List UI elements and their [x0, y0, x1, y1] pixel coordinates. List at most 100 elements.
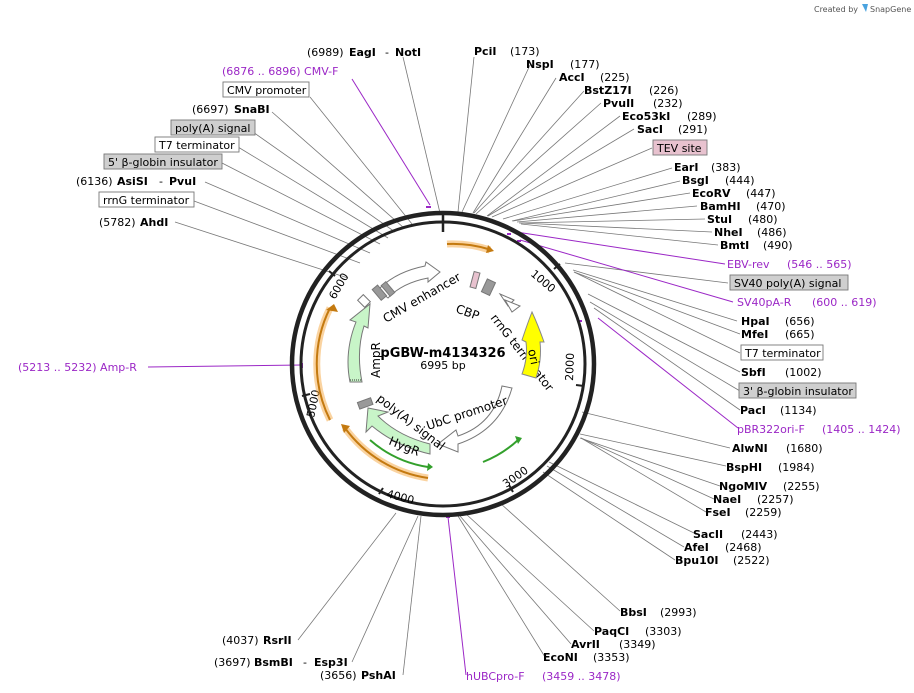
svg-text:(3459 .. 3478): (3459 .. 3478): [542, 670, 621, 683]
label-ngomiv[interactable]: NgoMIV (2255): [719, 480, 820, 493]
label-eagi-noti[interactable]: (6989) EagI - NotI: [307, 46, 421, 59]
svg-text:SV40pA-R: SV40pA-R: [737, 296, 792, 309]
svg-text:PvuI: PvuI: [169, 175, 196, 188]
svg-text:(665): (665): [785, 328, 815, 341]
cmv-promoter-box: [222, 81, 310, 98]
label-bbsi[interactable]: BbsI (2993): [620, 606, 697, 619]
label-nspi[interactable]: NspI (177): [526, 58, 600, 71]
orf-arcs: [313, 240, 522, 482]
polya-box: [170, 119, 256, 136]
label-t7-terminator-left[interactable]: T7 terminator: [158, 139, 235, 152]
svg-text:(3303): (3303): [645, 625, 682, 638]
label-naei[interactable]: NaeI (2257): [713, 493, 794, 506]
leader-lines: [174, 56, 741, 676]
t7-terminator-right-box: [740, 344, 824, 361]
label-3-beta-globin[interactable]: 3' β-globin insulator: [743, 385, 853, 398]
rrng-terminator-feature[interactable]: [498, 292, 522, 313]
label-t7-terminator-right[interactable]: T7 terminator: [744, 347, 821, 360]
label-bsgi[interactable]: BsgI (444): [682, 174, 755, 187]
label-hubcpro-f[interactable]: hUBCpro-F (3459 .. 3478): [466, 670, 621, 683]
svg-text:(656): (656): [785, 315, 815, 328]
label-eari[interactable]: EarI (383): [674, 161, 741, 174]
label-cmv-f[interactable]: (6876 .. 6896) CMV-F: [222, 65, 338, 78]
label-eco53ki[interactable]: Eco53kI (289): [622, 110, 717, 123]
label-hpai[interactable]: HpaI (656): [741, 315, 815, 328]
svg-text:FseI: FseI: [705, 506, 731, 519]
cmv-enhancer-feature[interactable]: [377, 261, 441, 299]
svg-text:(173): (173): [510, 45, 540, 58]
tev-box: [652, 139, 708, 156]
label-avrii[interactable]: AvrII (3349): [571, 638, 656, 651]
svg-text:(383): (383): [711, 161, 741, 174]
label-alwni[interactable]: AlwNI (1680): [732, 442, 823, 455]
tick-marks: [301, 263, 585, 495]
label-asisi-pvui[interactable]: (6136) AsiSI - PvuI: [76, 175, 196, 188]
label-rrng-terminator-left[interactable]: rrnG terminator: [103, 194, 190, 207]
label-ahdi[interactable]: (5782) AhdI: [99, 216, 168, 229]
hygr-feature[interactable]: [365, 407, 431, 455]
label-5-beta-globin[interactable]: 5' β-globin insulator: [108, 156, 218, 169]
snapgene-logo-icon: [862, 4, 868, 12]
label-pbr322ori-f[interactable]: pBR322ori-F (1405 .. 1424): [737, 423, 901, 436]
label-pcii[interactable]: PciI (173): [474, 45, 540, 58]
label-saci[interactable]: SacI (291): [637, 123, 708, 136]
t7-terminator-box: [154, 136, 240, 153]
label-bmti[interactable]: BmtI (490): [720, 239, 793, 252]
svg-text:(2993): (2993): [660, 606, 697, 619]
polya-signal-feature[interactable]: [356, 397, 374, 410]
svg-text:(6697): (6697): [192, 103, 229, 116]
label-afei[interactable]: AfeI (2468): [684, 541, 762, 554]
label-acci[interactable]: AccI (225): [559, 71, 630, 84]
svg-text:(1134): (1134): [780, 404, 817, 417]
svg-text:(3656): (3656): [320, 669, 357, 682]
label-stui[interactable]: StuI (480): [707, 213, 778, 226]
svg-text:Eco53kI: Eco53kI: [622, 110, 670, 123]
ampr-label: AmpR: [369, 342, 383, 378]
svg-text:pBR322ori-F: pBR322ori-F: [737, 423, 805, 436]
ori-feature[interactable]: [521, 310, 545, 379]
label-mfei[interactable]: MfeI (665): [741, 328, 815, 341]
label-snabi[interactable]: (6697) SnaBI: [192, 103, 270, 116]
ubc-promoter-feature[interactable]: [437, 385, 513, 453]
beta5-box: [103, 153, 223, 170]
label-econi[interactable]: EcoNI (3353): [543, 651, 630, 664]
label-bamhi[interactable]: BamHI (470): [700, 200, 786, 213]
label-bsmbi-esp3i[interactable]: (3697) BsmBI - Esp3I: [214, 656, 348, 669]
label-ebv-rev[interactable]: EBV-rev (546 .. 565): [727, 258, 852, 271]
label-paci[interactable]: PacI (1134): [740, 404, 817, 417]
label-ecorv[interactable]: EcoRV (447): [692, 187, 776, 200]
svg-text:(470): (470): [756, 200, 786, 213]
ampr-feature[interactable]: [347, 302, 371, 383]
svg-text:(3353): (3353): [593, 651, 630, 664]
svg-text:EcoRV: EcoRV: [692, 187, 731, 200]
svg-text:Esp3I: Esp3I: [314, 656, 348, 669]
svg-text:(480): (480): [748, 213, 778, 226]
svg-text:NspI: NspI: [526, 58, 554, 71]
svg-text:AhdI: AhdI: [140, 216, 168, 229]
label-pvuii[interactable]: PvuII (232): [603, 97, 683, 110]
cmv-promoter-feature[interactable]: [371, 281, 396, 301]
label-nhei[interactable]: NheI (486): [714, 226, 787, 239]
label-fsei[interactable]: FseI (2259): [705, 506, 782, 519]
svg-text:NaeI: NaeI: [713, 493, 741, 506]
label-amp-r[interactable]: (5213 .. 5232) Amp-R: [18, 361, 137, 374]
label-polya-signal[interactable]: poly(A) signal: [175, 122, 250, 135]
svg-text:AvrII: AvrII: [571, 638, 600, 651]
label-rsrii[interactable]: (4037) RsrII: [222, 634, 292, 647]
label-bpu10i[interactable]: Bpu10I (2522): [675, 554, 770, 567]
label-bstz17i[interactable]: BstZ17I (226): [584, 84, 679, 97]
rrng-terminator-left-feature[interactable]: [356, 293, 372, 309]
svg-text:PvuII: PvuII: [603, 97, 634, 110]
label-pshai[interactable]: (3656) PshAI: [320, 669, 396, 682]
label-paqci[interactable]: PaqCI (3303): [594, 625, 682, 638]
label-sacii[interactable]: SacII (2443): [693, 528, 778, 541]
svg-text:(447): (447): [746, 187, 776, 200]
label-cmv-promoter[interactable]: CMV promoter: [227, 84, 307, 97]
label-tev-site[interactable]: TEV site: [656, 142, 702, 155]
svg-text:(6136): (6136): [76, 175, 113, 188]
label-sv40pa-r[interactable]: SV40pA-R (600 .. 619): [737, 296, 877, 309]
cbp-feature[interactable]: [469, 270, 497, 297]
label-bsphi[interactable]: BspHI (1984): [726, 461, 815, 474]
label-sv40-polya[interactable]: SV40 poly(A) signal: [734, 277, 841, 290]
label-sbfi[interactable]: SbfI (1002): [741, 366, 822, 379]
